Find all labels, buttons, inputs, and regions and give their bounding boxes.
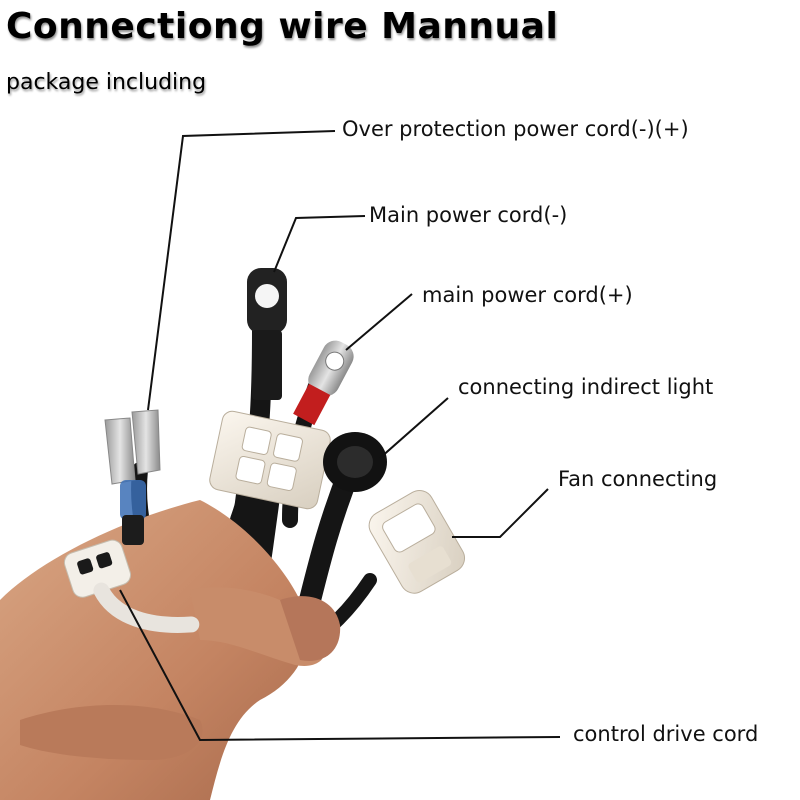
hand-finger (280, 596, 341, 661)
callout-fan: Fan connecting (558, 467, 718, 491)
leader-line-fan (452, 488, 549, 538)
leader-line-main-positive (345, 293, 413, 351)
callout-control-drive: control drive cord (573, 722, 759, 746)
leader-line-main-negative (273, 215, 366, 273)
leader-line-indirect-light (379, 397, 449, 459)
main-positive-terminal (293, 340, 354, 426)
indirect-light-connector (209, 410, 331, 510)
leader-line-control-drive (119, 589, 561, 742)
main-negative-terminal (247, 268, 287, 400)
callout-indirect-light: connecting indirect light (458, 375, 714, 399)
hand-illustration (0, 500, 341, 800)
callout-main-negative: Main power cord(-) (369, 203, 568, 227)
leader-line-over-protection (147, 130, 336, 411)
fan-connector (368, 489, 466, 594)
black-round-connector (323, 432, 387, 492)
page-subtitle: package including (6, 70, 207, 95)
callout-over-protection: Over protection power cord(-)(+) (342, 117, 689, 141)
hand-finger (20, 705, 203, 760)
leader-lines (119, 130, 561, 742)
over-protection-terminals (104, 409, 161, 545)
page-title: Connectiong wire Mannual (6, 6, 559, 47)
callout-main-positive: main power cord(+) (422, 283, 633, 307)
